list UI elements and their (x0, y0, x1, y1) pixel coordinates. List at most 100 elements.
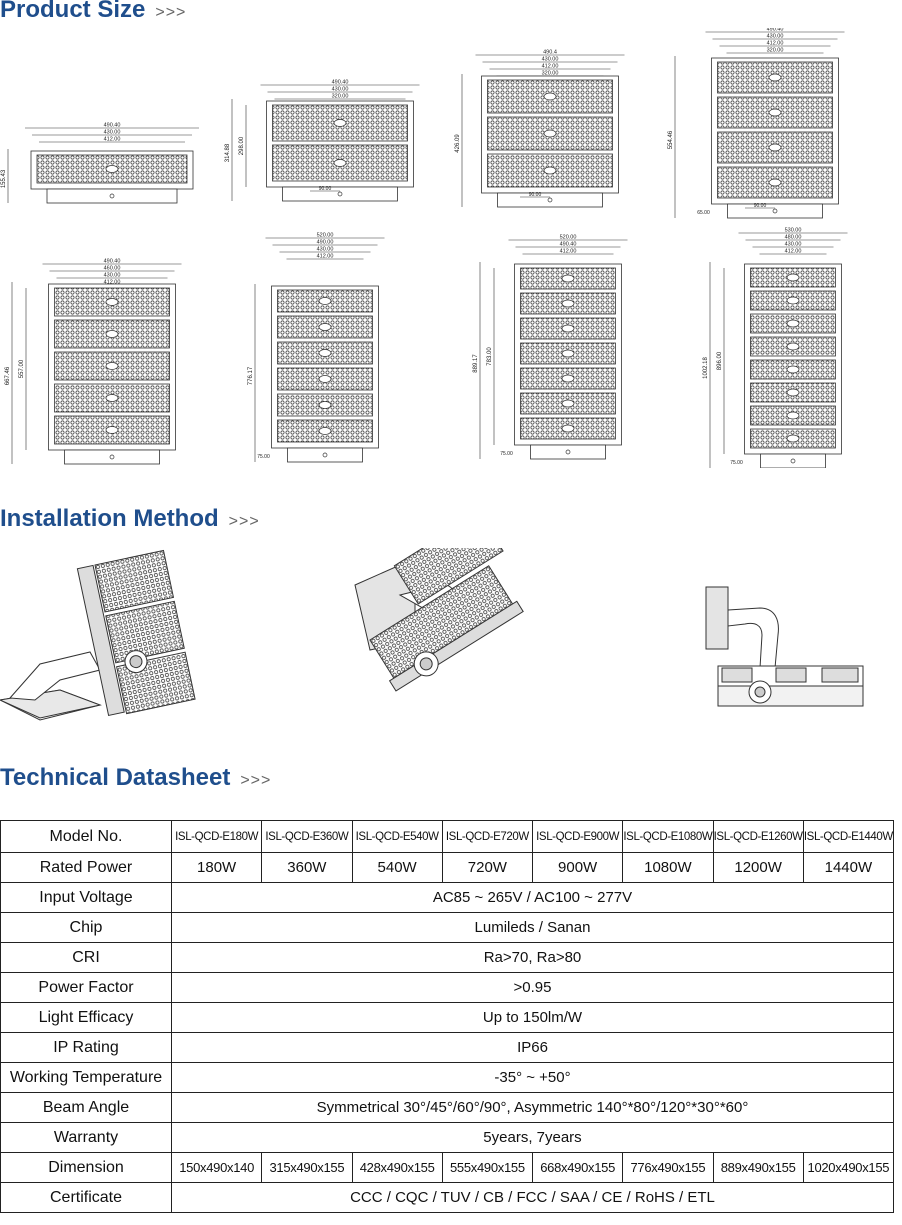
width-dimension-label: 430.00 (785, 242, 802, 248)
section-title-datasheet: Technical Datasheet>>> (0, 764, 272, 791)
module-logo (786, 411, 800, 420)
bracket-hole (109, 454, 115, 460)
width-dimension-label: 430.00 (332, 87, 349, 93)
module-logo (105, 330, 119, 338)
model-cell: ISL-QCD-E720W (441, 820, 534, 853)
module-logo (561, 374, 575, 383)
model-cell: ISL-QCD-E360W (261, 820, 353, 853)
row-label: Power Factor (0, 972, 172, 1003)
row-label: Rated Power (0, 852, 172, 883)
width-dimension-label: 430.00 (104, 130, 121, 136)
module-logo (543, 92, 557, 101)
inner-height-label: 557.00 (19, 359, 25, 378)
table-row-model: Model No. ISL-QCD-E180W ISL-QCD-E360W IS… (0, 820, 895, 853)
module-logo (768, 73, 782, 82)
power-cell: 1200W (712, 852, 804, 883)
bracket-dimension-label: 90.00 (754, 203, 767, 209)
mounting-bracket (530, 444, 606, 460)
datasheet-table: Model No. ISL-QCD-E180W ISL-QCD-E360W IS… (0, 820, 895, 1213)
width-dimension-label: 412.00 (560, 249, 577, 255)
inner-height-label: 783.00 (487, 347, 493, 366)
row-value: AC85 ~ 265V / AC100 ~ 277V (171, 882, 894, 913)
bracket-hole (337, 191, 343, 197)
row-value: Lumileds / Sanan (171, 912, 894, 943)
bracket-hole (790, 458, 796, 464)
module-logo (786, 342, 800, 351)
power-cell: 900W (531, 852, 624, 883)
section-arrows: >>> (240, 772, 272, 789)
width-dimension-label: 520.00 (560, 235, 577, 241)
offset-dimension-label: 75.00 (500, 451, 513, 457)
bracket-hole (109, 193, 115, 199)
row-label: Chip (0, 912, 172, 943)
section-title-product-size: Product Size>>> (0, 0, 187, 23)
model-cell: ISL-QCD-E1080W (622, 820, 714, 853)
model-cell: ISL-QCD-E1260W (712, 820, 804, 853)
row-value: -35° ~ +50° (171, 1062, 894, 1093)
height-dimension-label: 314.88 (225, 143, 231, 162)
width-dimension-label: 490.40 (104, 123, 121, 129)
row-value: >0.95 (171, 972, 894, 1003)
module-logo (786, 388, 800, 397)
width-dimension-label: 412.00 (767, 41, 784, 47)
row-value: 5years, 7years (171, 1122, 894, 1153)
row1-drawings: 490.40430.00412.00155.43490.40430.00320.… (1, 28, 845, 219)
module-logo (543, 166, 557, 175)
module-logo (561, 324, 575, 333)
width-dimension-label: 490.40 (767, 28, 784, 33)
module-logo (786, 273, 800, 282)
row-label: Working Temperature (0, 1062, 172, 1093)
table-row-dimension: Dimension 150x490x140 315x490x155 428x49… (0, 1152, 895, 1183)
width-dimension-label: 412.00 (104, 137, 121, 143)
bracket-dimension-label: 90.00 (319, 186, 332, 192)
module-logo (318, 427, 332, 435)
dimension-cell: 1020x490x155 (802, 1152, 895, 1183)
module-logo (786, 365, 800, 374)
height-dimension-label: 667.46 (5, 366, 11, 385)
width-dimension-label: 490.00 (317, 240, 334, 246)
power-cell: 1440W (802, 852, 895, 883)
module-logo (318, 349, 332, 357)
row-label: Light Efficacy (0, 1002, 172, 1033)
width-dimension-label: 430.00 (542, 57, 559, 63)
module-logo (561, 424, 575, 433)
width-dimension-label: 320.00 (542, 71, 559, 77)
width-dimension-label: 430.00 (767, 34, 784, 40)
width-dimension-label: 430.00 (317, 247, 334, 253)
module-logo (768, 178, 782, 187)
module-logo (561, 299, 575, 308)
row-label: IP Rating (0, 1032, 172, 1063)
module-logo (786, 434, 800, 443)
width-dimension-label: 490.40 (104, 259, 121, 265)
section-title-installation: Installation Method>>> (0, 505, 260, 532)
row-value: Symmetrical 30°/45°/60°/90°, Asymmetric … (171, 1092, 894, 1123)
model-cell: ISL-QCD-E540W (351, 820, 443, 853)
bracket-hole (547, 197, 553, 203)
mounting-bracket (497, 192, 603, 208)
ground-mount-illustration (0, 549, 196, 721)
bracket-dimension-label: 90.00 (529, 192, 542, 198)
model-cell: ISL-QCD-E900W (531, 820, 624, 853)
led-module (487, 116, 613, 151)
dimension-cell: 668x490x155 (531, 1152, 624, 1183)
bracket-hole (322, 452, 328, 458)
table-row: Power Factor>0.95 (0, 972, 894, 1003)
module-logo (105, 394, 119, 402)
bracket-hole (565, 449, 571, 455)
width-dimension-label: 530.00 (785, 228, 802, 234)
dimension-cell: 315x490x155 (261, 1152, 353, 1183)
dimension-cell: 555x490x155 (441, 1152, 534, 1183)
section-arrows: >>> (228, 513, 260, 530)
dimension-cell: 428x490x155 (351, 1152, 443, 1183)
width-dimension-label: 490.40 (560, 242, 577, 248)
module-logo (333, 119, 347, 127)
